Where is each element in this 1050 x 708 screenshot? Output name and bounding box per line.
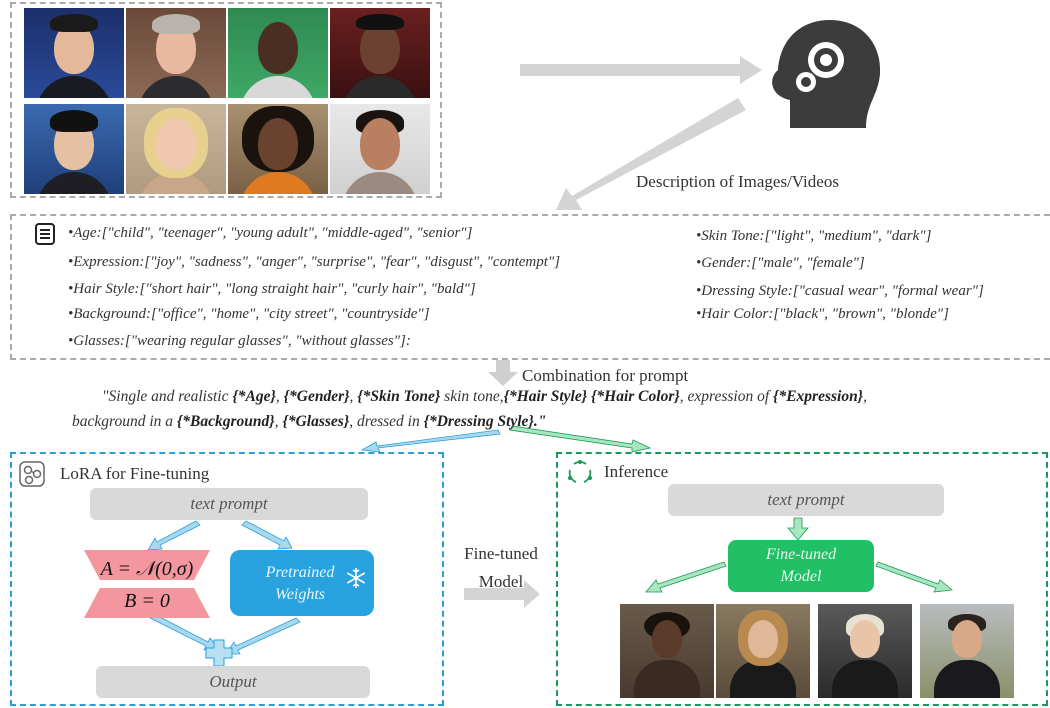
matrix-b-label: B = 0	[124, 590, 170, 612]
attribute-age: •Age:["child", "teenager", "young adult"…	[68, 225, 473, 241]
combination-label: Combination for prompt	[522, 366, 689, 385]
prompt-template-line-1-segment: {*Hair Color}	[591, 388, 680, 405]
face-image-6	[126, 104, 226, 194]
generated-image-3	[818, 604, 912, 698]
arrow-fine-tuned-model	[464, 580, 540, 608]
prompt-template-line-1-segment: {*Hair Style}	[503, 388, 588, 405]
prompt-template-line-1-segment: {*Expression}	[773, 388, 864, 405]
face-image-5	[24, 104, 124, 194]
attribute-glasses: •Glasses:["wearing regular glasses", "wi…	[68, 333, 411, 349]
attribute-expression: •Expression:["joy", "sadness", "anger", …	[68, 254, 561, 270]
generated-image-4	[920, 604, 1014, 698]
prompt-template-line-1-segment: {*Age}	[232, 388, 276, 405]
arrow-to-inference	[509, 425, 652, 453]
attribute-hair-color: •Hair Color:["black", "brown", "blonde"]	[696, 306, 949, 322]
generated-image-2	[716, 604, 810, 698]
prompt-template-line-2-segment: , dressed in	[349, 413, 424, 430]
fine-tuned-model-box	[728, 540, 874, 592]
face-image-7	[228, 104, 328, 194]
lora-title: LoRA for Fine-tuning	[60, 464, 210, 483]
prompt-template-line-1-segment: skin tone,	[440, 388, 504, 405]
attribute-skin-tone: •Skin Tone:["light", "medium", "dark"]	[696, 228, 932, 244]
prompt-template-line-1-segment: "Single and realistic	[102, 388, 233, 405]
prompt-template-line-2-segment: {*Glasses}	[282, 413, 350, 430]
generated-image-1	[620, 604, 714, 698]
face-grid	[24, 8, 432, 194]
arrow-down-combination	[488, 360, 518, 386]
lora-text-prompt-label: text prompt	[190, 494, 268, 513]
snowflake-icon	[346, 568, 366, 588]
fine-tuned-model-box-label: Fine-tuned Model	[765, 546, 837, 585]
arrow-to-description	[556, 98, 746, 210]
arrow-weights-to-plus	[225, 617, 301, 655]
inference-panel	[556, 452, 1048, 706]
matrix-a-label: A = 𝒩(0,σ)	[100, 558, 194, 580]
face-image-1	[24, 8, 124, 98]
lora-network-icon	[19, 461, 45, 487]
fine-tuned-model-label-line1: Fine-tuned	[464, 544, 538, 563]
face-image-2	[126, 8, 226, 98]
arrow-prompt-to-matrix	[147, 520, 201, 551]
lora-text-prompt-box: text prompt	[90, 488, 368, 520]
fine-tuned-model-label: Fine-tuned Model	[456, 540, 546, 596]
inference-text-prompt-box: text prompt	[668, 484, 944, 516]
arrow-prompt-to-weights	[241, 520, 293, 550]
arrow-prompt-to-model	[787, 517, 809, 541]
arrow-to-lora	[360, 429, 501, 453]
attribute-gender: •Gender:["male", "female"]	[696, 255, 865, 271]
inference-text-prompt-label: text prompt	[767, 490, 845, 509]
lora-panel	[10, 452, 444, 706]
attribute-background: •Background:["office", "home", "city str…	[68, 306, 430, 322]
description-label: Description of Images/Videos	[636, 172, 839, 191]
fine-tuned-model-label-line2: Model	[478, 572, 524, 591]
prompt-template-line-2-segment: ,	[274, 413, 283, 430]
arrow-to-head	[520, 56, 762, 84]
attributes-box	[10, 214, 1050, 360]
lora-output-label: Output	[209, 672, 257, 691]
prompt-template-line-1-segment: , expression of	[679, 388, 774, 405]
face-image-8	[330, 104, 430, 194]
document-icon	[35, 223, 55, 245]
face-image-3	[228, 8, 328, 98]
inference-title: Inference	[604, 462, 669, 481]
prompt-template-line-2-segment: {*Dressing Style}."	[423, 413, 547, 430]
prompt-template-line-1-segment: ,	[275, 388, 284, 405]
prompt-template-line-1-segment: ,	[349, 388, 358, 405]
pretrained-weights-label: Pretrained Weights	[265, 564, 335, 603]
arrow-model-to-left	[645, 561, 727, 593]
pretrained-weights-box	[230, 550, 374, 616]
lora-output-box: Output	[96, 666, 370, 698]
attribute-dressing-style: •Dressing Style:["casual wear", "formal …	[696, 283, 984, 299]
prompt-template-line-1-segment: {*Skin Tone}	[357, 388, 441, 405]
face-grid-frame	[10, 2, 442, 198]
arrow-model-to-right	[875, 561, 953, 593]
prompt-template-line-2: background in a {*Background}, {*Glasses…	[72, 413, 546, 431]
matrix-shapes	[84, 550, 210, 618]
prompt-template-line-1: "Single and realistic {*Age}, {*Gender},…	[102, 388, 867, 406]
face-image-4	[330, 8, 430, 98]
prompt-template-line-1-segment: {*Gender}	[283, 388, 350, 405]
prompt-template-line-2-segment: background in a	[72, 413, 177, 430]
prompt-template-line-2-segment: {*Background}	[176, 413, 275, 430]
cycle-icon	[568, 460, 592, 483]
attribute-hair-style: •Hair Style:["short hair", "long straigh…	[68, 281, 476, 297]
prompt-template-line-1-segment: ,	[863, 388, 867, 405]
